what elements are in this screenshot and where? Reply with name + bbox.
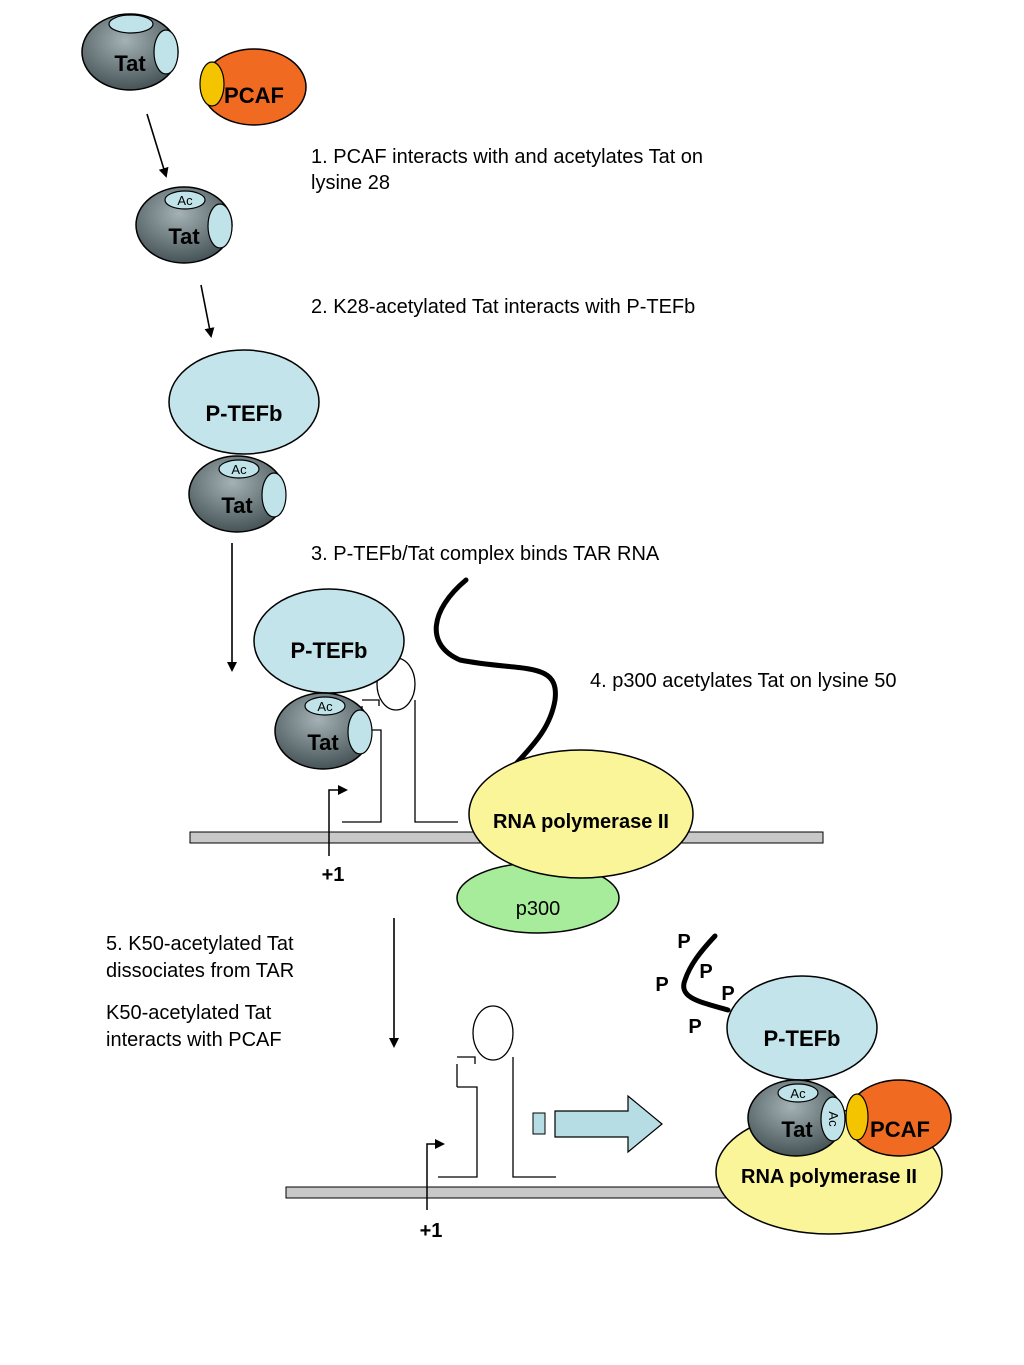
- phospho-label: P: [688, 1016, 701, 1038]
- rnapol-label: RNA polymerase II: [741, 1166, 917, 1188]
- tat-label: Tat: [114, 51, 146, 76]
- tat-side-pocket: [153, 29, 179, 75]
- tat-label: Tat: [221, 493, 253, 518]
- tat-top-pocket: [108, 14, 154, 34]
- stage3-ptefb-tat-complex: P-TEFb Ac Tat: [168, 349, 320, 533]
- rnapol-label: RNA polymerase II: [493, 811, 669, 833]
- phosphorylated-ctd: [681, 933, 731, 1013]
- arrow-1: [146, 113, 169, 178]
- ptefb-label: P-TEFb: [291, 638, 368, 663]
- final-ptefb: P-TEFb: [726, 975, 878, 1081]
- step6-text-line2: interacts with PCAF: [106, 1029, 282, 1051]
- tat-side-pocket: [207, 203, 233, 249]
- phospho-label: P: [655, 974, 668, 996]
- ptefb-label: P-TEFb: [206, 401, 283, 426]
- tss-label: +1: [322, 864, 345, 886]
- ac-label: Ac: [790, 1086, 806, 1101]
- stage4-ptefb-tat-complex: P-TEFb Ac Tat: [253, 588, 405, 770]
- dna-strand-bottom: [285, 1186, 767, 1199]
- step5-text-line1: 5. K50-acetylated Tat: [106, 933, 294, 955]
- tat-label: Tat: [168, 224, 200, 249]
- ac-pocket: [218, 459, 260, 479]
- stage2-tat-ac: Ac Tat: [135, 186, 233, 264]
- phospho-label: P: [677, 931, 690, 953]
- stage1-pcaf: PCAF: [199, 48, 307, 126]
- ac-label: Ac: [317, 699, 333, 714]
- tat-label: Tat: [307, 730, 339, 755]
- final-tat-double-ac: Ac Ac Tat: [747, 1079, 846, 1157]
- phospho-label: P: [699, 961, 712, 983]
- rna-polymerase-ii-top: RNA polymerase II: [468, 749, 694, 879]
- ac-pocket: [304, 696, 346, 716]
- stage1-tat: Tat: [81, 13, 179, 91]
- p300-label: p300: [516, 898, 561, 920]
- block-arrow: [532, 1094, 663, 1154]
- phospho-label: P: [721, 983, 734, 1005]
- step1-text-line2: lysine 28: [311, 172, 390, 194]
- step2-text: 2. K28-acetylated Tat interacts with P-T…: [311, 296, 695, 318]
- p300-enzyme: p300: [456, 862, 620, 934]
- nascent-rna-strand: [433, 577, 558, 768]
- phospho-labels: P P P P P: [655, 931, 734, 1038]
- tat-side-pocket: [347, 709, 373, 755]
- pcaf-cap: [845, 1093, 869, 1141]
- step4-text: 4. p300 acetylates Tat on lysine 50: [590, 670, 897, 692]
- arrow-2: [200, 284, 215, 338]
- ac-side-pocket: [820, 1096, 846, 1142]
- step3-text: 3. P-TEFb/Tat complex binds TAR RNA: [311, 543, 660, 565]
- tss-arrow-bottom: [426, 1139, 445, 1210]
- ac-label: Ac: [177, 193, 193, 208]
- step1-text-line1: 1. PCAF interacts with and acetylates Ta…: [311, 146, 703, 168]
- ac-pocket: [777, 1083, 819, 1103]
- pcaf-cap: [199, 61, 225, 107]
- ac-label: Ac: [826, 1111, 841, 1127]
- step6-text-line1: K50-acetylated Tat: [106, 1002, 272, 1024]
- tat-side-pocket: [261, 472, 287, 518]
- tat-label: Tat: [781, 1117, 813, 1142]
- pcaf-label: PCAF: [224, 83, 284, 108]
- tar-hairpin-free: [438, 1005, 556, 1178]
- tss-arrow: [328, 785, 348, 856]
- ptefb-label: P-TEFb: [764, 1026, 841, 1051]
- tss-label: +1: [420, 1220, 443, 1242]
- step5-text-line2: dissociates from TAR: [106, 960, 294, 982]
- pcaf-label: PCAF: [870, 1117, 930, 1142]
- ac-pocket: [164, 190, 206, 210]
- ac-label: Ac: [231, 462, 247, 477]
- final-pcaf: PCAF: [845, 1079, 952, 1157]
